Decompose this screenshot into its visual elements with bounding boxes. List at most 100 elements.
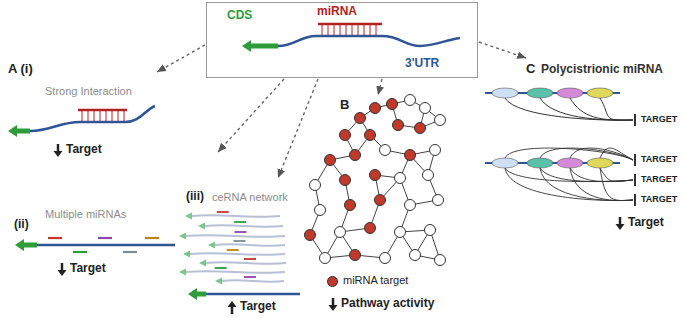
inhibition-arc (505, 168, 633, 201)
inhibition-arc (540, 98, 633, 120)
dashed-arrow (278, 79, 318, 178)
strong-interaction-illustration (8, 106, 155, 137)
cds-arrow (183, 251, 190, 258)
network-node (305, 230, 316, 241)
network-node (345, 200, 356, 211)
mirna-gene (587, 158, 613, 168)
inhibition-bar (634, 154, 636, 166)
overview-box: CDS miRNA 3'UTR (206, 2, 478, 78)
cerna-strand (192, 215, 280, 217)
utr-strand (37, 244, 175, 247)
inhibition-arc (540, 148, 633, 160)
node-text: CDS (227, 9, 252, 23)
mirna-gene (557, 158, 583, 168)
network-node (405, 200, 416, 211)
arrow-shaft (332, 298, 335, 305)
pathway-network (305, 95, 446, 266)
network-node (435, 115, 446, 126)
utr-strand (206, 293, 300, 296)
mirna-piece (234, 240, 246, 242)
down-arrow (616, 217, 625, 230)
node-text: 3'UTR (405, 57, 439, 71)
multiple-mirna-illustration (15, 238, 175, 252)
arrow-head (329, 305, 338, 311)
cerna-illustration (179, 212, 300, 300)
top-mrna-illustration (242, 24, 460, 52)
network-node (340, 130, 351, 141)
cds-arrow (179, 269, 186, 276)
network-node (325, 155, 336, 166)
cds-arrow (199, 260, 206, 267)
network-node (375, 195, 386, 206)
panel-label: (iii) (186, 190, 204, 204)
inhibition-bar (634, 114, 636, 126)
cerna-strand (205, 225, 283, 227)
effect-label: Pathway activity (341, 297, 434, 311)
cds-arrow (208, 242, 215, 249)
cerna-strand (206, 262, 286, 264)
mirna-piece (227, 249, 239, 251)
panel-label: A (i) (8, 62, 33, 77)
arrow-head (54, 151, 63, 157)
mirna-piece (234, 231, 246, 233)
cerna-strand (215, 244, 285, 246)
inhibition-arc (540, 168, 633, 182)
network-node (395, 173, 406, 184)
panel-title: Polycistrionic miRNA (541, 63, 663, 77)
cds-arrow (198, 223, 205, 230)
arrow-shaft (619, 217, 622, 224)
dashed-arrow (218, 79, 284, 152)
polycistronic-illustration (485, 88, 635, 206)
inhibition-arc (570, 98, 633, 120)
network-node (370, 103, 381, 114)
network-node (430, 145, 441, 156)
dashed-arrow (157, 45, 205, 72)
dashed-arrow (378, 79, 382, 95)
network-node (365, 130, 376, 141)
arrow-head (228, 301, 237, 307)
network-node (320, 253, 331, 264)
down-arrow (58, 263, 67, 276)
network-node (410, 250, 421, 261)
cds-arrow (242, 40, 278, 52)
target-label: TARGET (641, 194, 677, 204)
inhibition-bar (634, 174, 636, 186)
mirna-gene (557, 88, 583, 98)
network-node (415, 123, 426, 134)
dashed-arrows (157, 42, 526, 178)
mirna-gene (492, 158, 518, 168)
effect-label: Target (66, 143, 102, 157)
node-text: miRNA (317, 5, 357, 19)
mirna-strand (78, 109, 127, 112)
cerna-strand (186, 271, 285, 273)
down-arrow (54, 144, 63, 157)
target-label: TARGET (641, 114, 677, 124)
arrow-shaft (57, 144, 60, 151)
up-arrow (228, 301, 237, 314)
panel-subtitle: Strong Interaction (45, 85, 132, 98)
network-node (350, 250, 361, 261)
inhibition-arc (505, 168, 633, 182)
network-node (370, 170, 381, 181)
mirna-piece (215, 267, 227, 269)
inhibition-arc (600, 168, 633, 182)
inhibition-arc (540, 168, 633, 201)
network-node (425, 225, 436, 236)
utr-strand (278, 36, 460, 46)
effect-label: Target (628, 216, 664, 230)
cds-arrow (15, 239, 37, 251)
network-node (315, 205, 326, 216)
mirna-strand (318, 23, 382, 26)
mirna-gene (587, 88, 613, 98)
effect-label: Target (70, 262, 106, 276)
target-label: TARGET (641, 154, 677, 164)
network-node (405, 95, 416, 106)
mirna-piece (48, 237, 62, 239)
network-node (365, 223, 376, 234)
base-pairs (322, 25, 376, 35)
cerna-strand (190, 253, 285, 255)
mirna-piece (98, 237, 112, 239)
legend-swatch (327, 276, 338, 287)
network-node (433, 195, 444, 206)
inhibition-arc (505, 98, 633, 120)
